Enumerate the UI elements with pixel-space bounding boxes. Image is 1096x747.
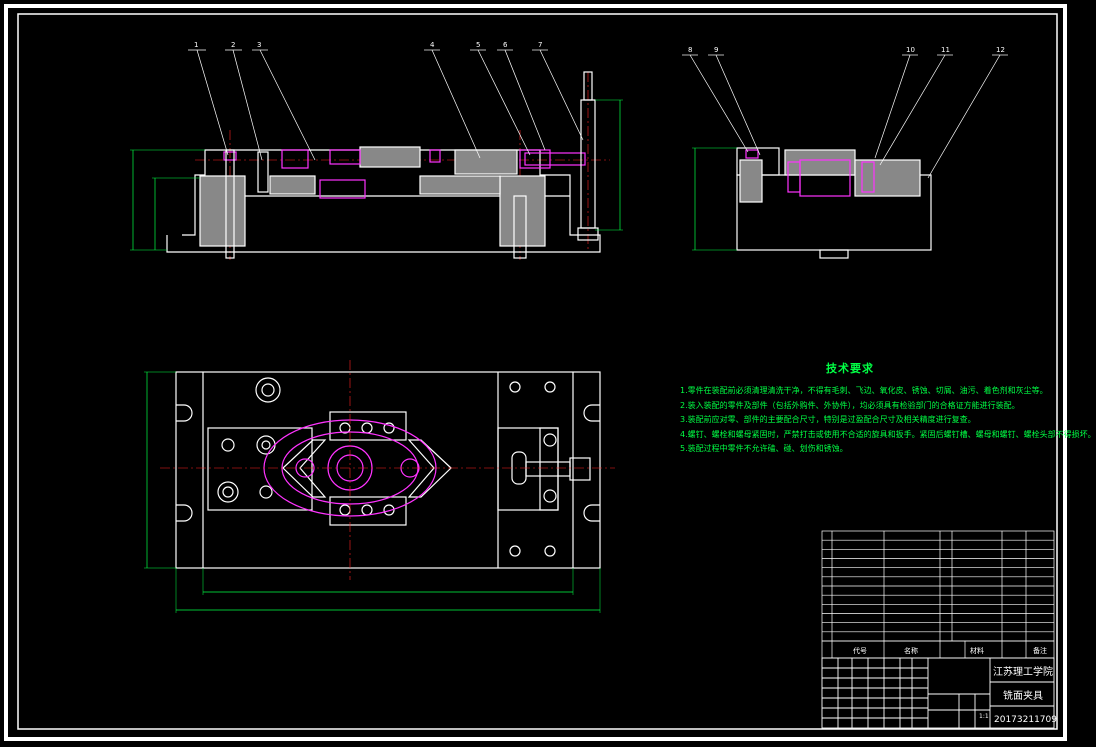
header-material: 材料 — [970, 646, 984, 655]
balloon-9: 9 — [714, 46, 718, 54]
tech-note-2: 2.装入装配的零件及部件（包括外购件、外协件），均必须具有检验部门的合格证方能进… — [680, 400, 1020, 410]
tech-note-3: 3.装配前应对零、部件的主要配合尺寸，特别是过盈配合尺寸及相关精度进行复查。 — [680, 415, 976, 424]
balloon-labels: 1 2 3 4 5 6 7 8 9 10 11 12 — [194, 41, 1005, 54]
front-view — [130, 71, 623, 260]
title-block — [821, 657, 1055, 729]
leader-lines — [188, 49, 1008, 179]
drawing-name: 铣面夹具 — [1003, 689, 1043, 702]
balloon-6: 6 — [503, 41, 508, 49]
drawing-number: 20173211709 — [994, 715, 1057, 725]
tech-requirements-title: 技术要求 — [826, 362, 874, 375]
balloon-8: 8 — [688, 46, 692, 54]
title-block-text: 江苏理工学院 铣面夹具 20173211709 1:1 — [979, 665, 1057, 725]
tech-note-5: 5.装配过程中零件不允许磕、碰、划伤和锈蚀。 — [680, 444, 848, 453]
balloon-3: 3 — [257, 41, 261, 49]
tech-note-4: 4.螺钉、螺栓和螺母紧固时，严禁打击或使用不合适的旋具和扳手。紧固后螺钉槽、螺母… — [680, 429, 1096, 439]
balloon-7: 7 — [538, 41, 542, 49]
technical-requirements: 技术要求 1.零件在装配前必须清理清洗干净，不得有毛刺、飞边、氧化皮、锈蚀、切屑… — [680, 360, 1096, 457]
scale-value: 1:1 — [979, 713, 989, 720]
header-remark: 备注 — [1033, 646, 1047, 655]
balloon-10: 10 — [906, 46, 915, 54]
parts-list-header: 代号 名称 材料 备注 — [853, 646, 1047, 655]
balloon-5: 5 — [476, 41, 480, 49]
balloon-4: 4 — [430, 41, 435, 49]
sheet-outer-border — [4, 4, 1067, 741]
balloon-2: 2 — [231, 41, 235, 49]
header-name: 名称 — [904, 646, 918, 655]
parts-list-table — [821, 530, 1055, 659]
balloon-12: 12 — [996, 46, 1005, 54]
drawing-frame — [17, 13, 1058, 730]
school-name: 江苏理工学院 — [993, 665, 1053, 678]
side-view — [692, 147, 932, 259]
balloon-11: 11 — [941, 46, 950, 54]
header-code: 代号 — [853, 646, 867, 655]
top-view — [144, 360, 615, 613]
tech-note-1: 1.零件在装配前必须清理清洗干净，不得有毛刺、飞边、氧化皮、锈蚀、切屑、油污、着… — [680, 386, 1048, 395]
balloon-1: 1 — [194, 41, 198, 49]
